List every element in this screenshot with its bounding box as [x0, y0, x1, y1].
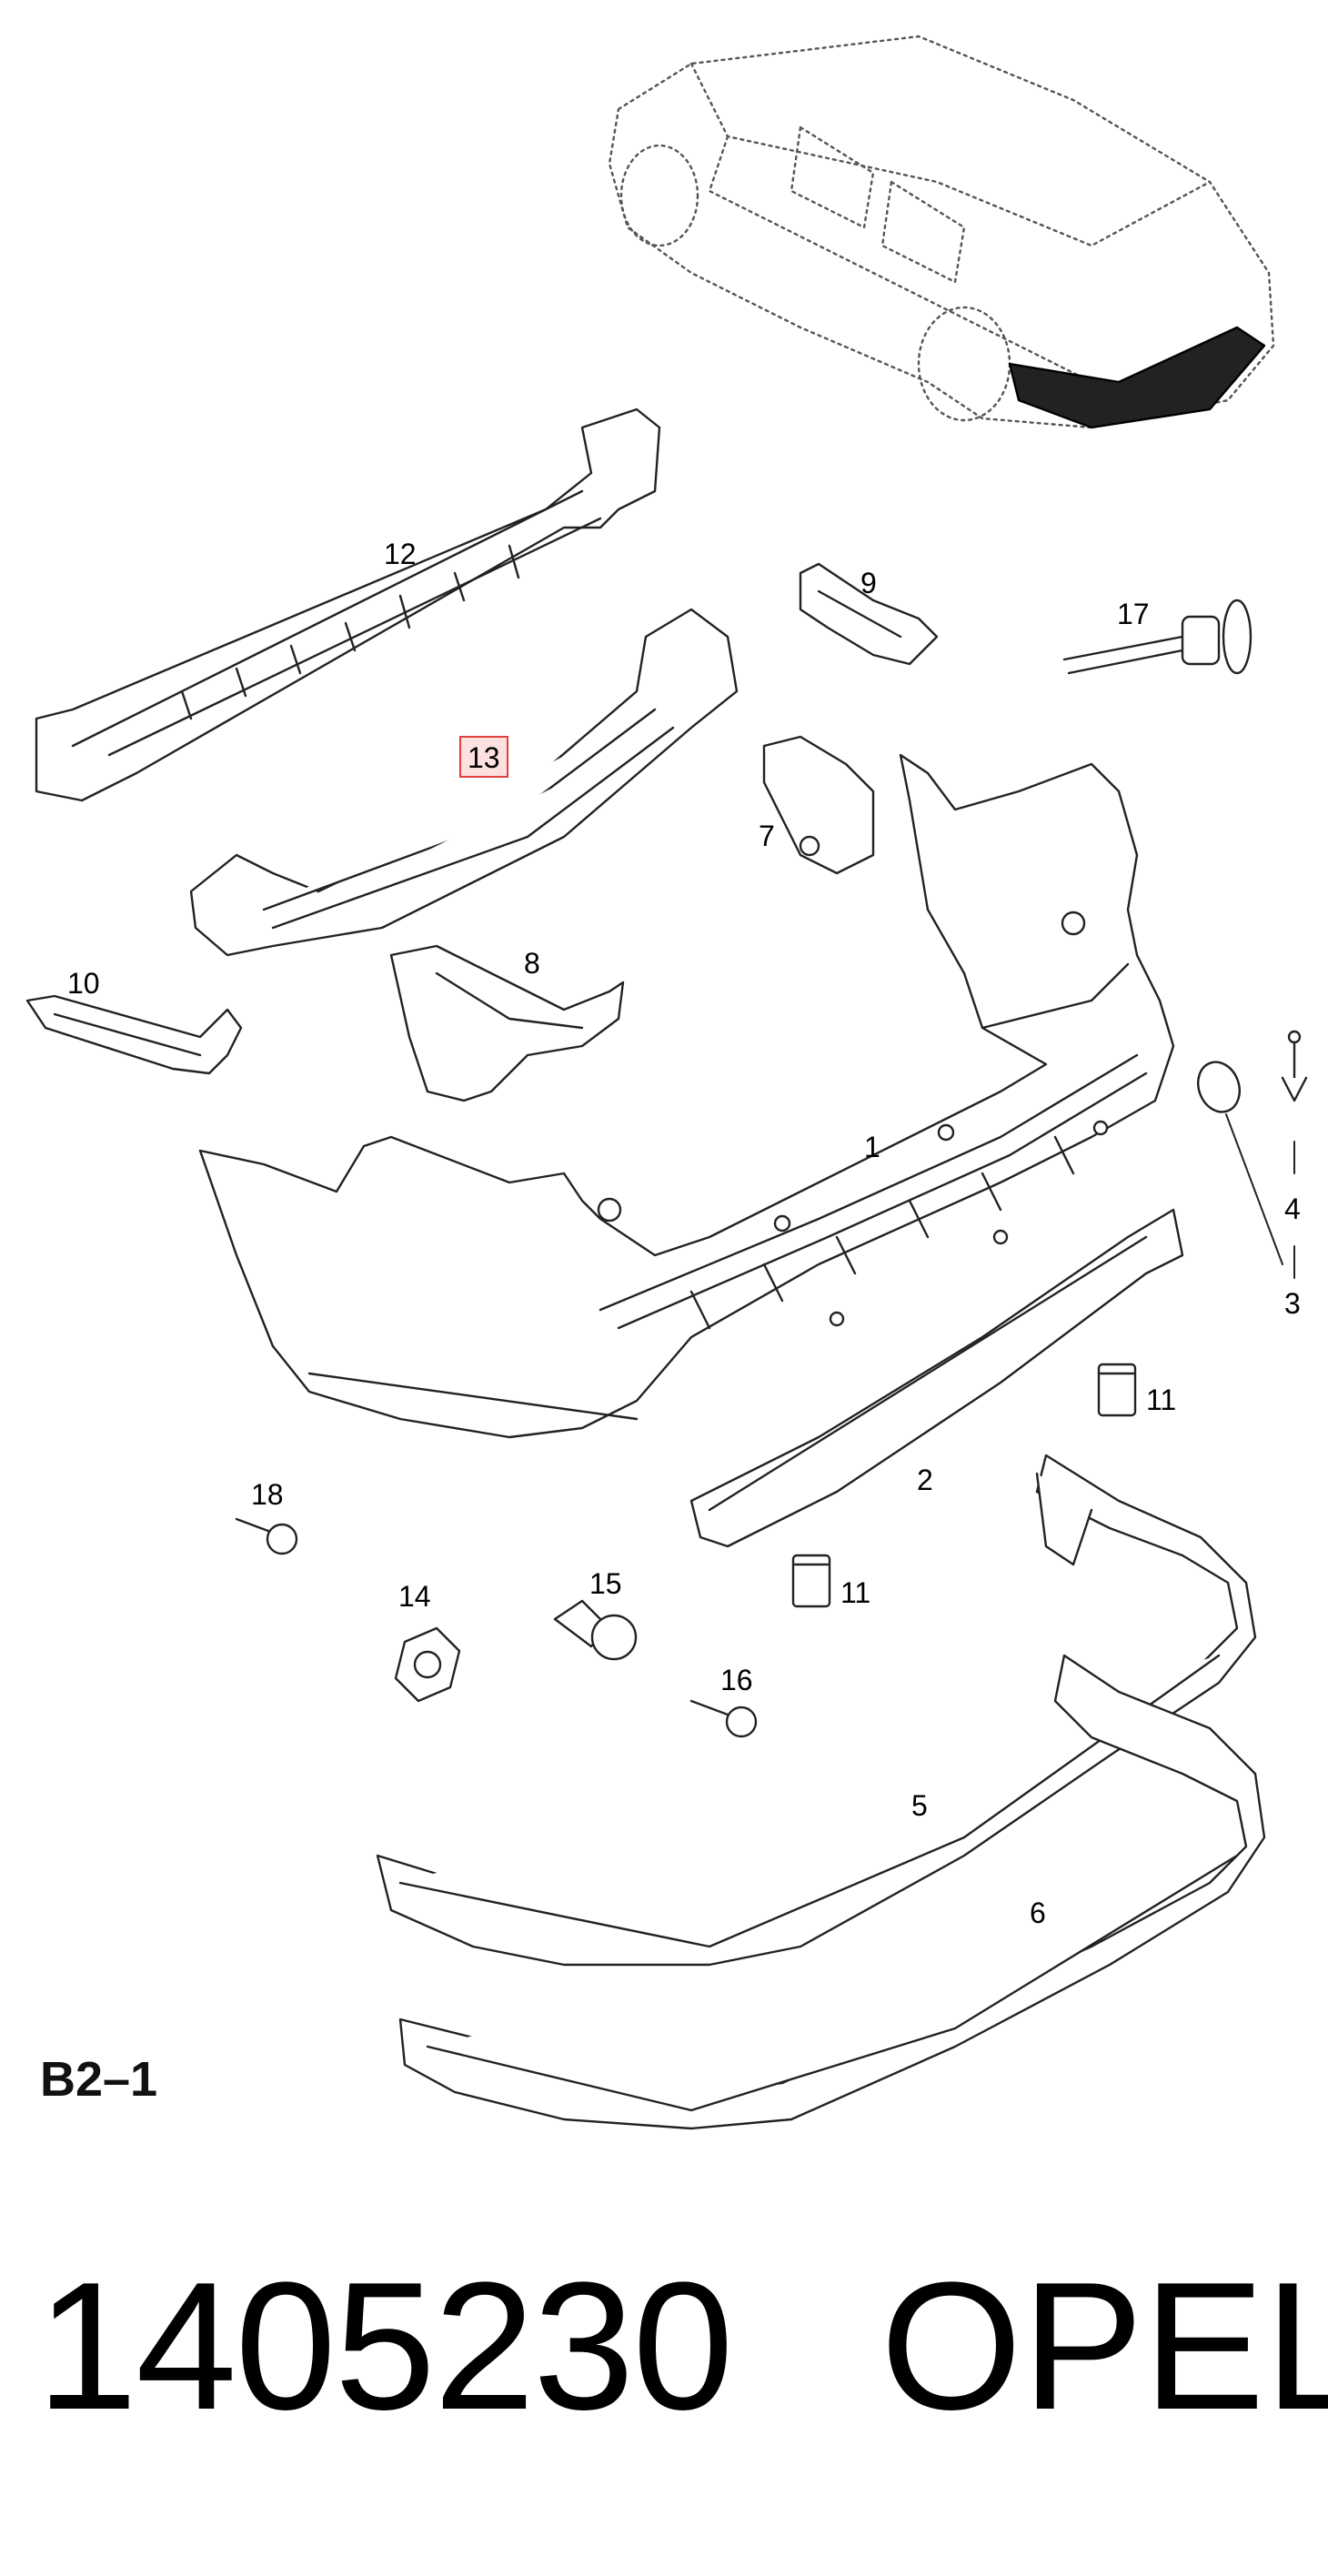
callout-15: 15 — [589, 1567, 622, 1600]
callout-12: 12 — [384, 538, 417, 570]
part-12-energy-absorber — [35, 408, 661, 802]
brand-name: OPEL — [880, 2245, 1328, 2448]
part-14-nut — [394, 1626, 461, 1703]
part-3-cap — [1197, 1061, 1241, 1113]
part-17-rivet — [1062, 599, 1253, 675]
callout-17: 17 — [1117, 598, 1150, 630]
part-5-lower-strip — [376, 1454, 1257, 1967]
part-9-bracket — [799, 562, 939, 666]
part-13-impact-bar — [189, 608, 739, 957]
leader-line-3 — [1225, 1113, 1283, 1265]
callout-9: 9 — [860, 567, 877, 599]
callout-2: 2 — [917, 1464, 933, 1496]
part-18-screw — [235, 1517, 298, 1555]
part-11-clip-upper — [1097, 1363, 1137, 1417]
callout-11-upper: 11 — [1146, 1384, 1176, 1416]
part-7-bracket — [762, 735, 875, 875]
part-11-clip-lower — [791, 1554, 831, 1608]
callout-13: 13 — [468, 741, 500, 774]
callout-18: 18 — [251, 1478, 284, 1511]
callout-3: 3 — [1284, 1287, 1301, 1320]
callout-14: 14 — [398, 1580, 431, 1613]
callout-13-highlight-box — [459, 736, 508, 778]
part-15-push-clip — [553, 1599, 638, 1661]
vehicle-rear-bumper-highlight — [1008, 326, 1266, 429]
callout-11-lower: 11 — [840, 1576, 870, 1609]
callout-6: 6 — [1030, 1897, 1046, 1929]
callout-16: 16 — [720, 1664, 753, 1696]
callout-8: 8 — [524, 947, 540, 980]
callout-1: 1 — [864, 1131, 880, 1163]
part-2-trim-strip — [689, 1208, 1184, 1548]
part-8-bracket — [389, 944, 625, 1102]
part-16-screw — [689, 1699, 758, 1738]
part-4-pin — [1281, 1030, 1308, 1102]
callout-10: 10 — [67, 967, 100, 1000]
part-number: 1405230 — [36, 2245, 734, 2448]
callout-7: 7 — [759, 820, 775, 852]
callout-4: 4 — [1284, 1192, 1301, 1225]
part-10-bracket — [25, 994, 243, 1075]
part-6-lowest-strip — [398, 1654, 1266, 2130]
part-1-bumper-cover — [198, 753, 1175, 1439]
callout-5: 5 — [911, 1789, 928, 1822]
sheet-reference: B2–1 — [40, 2052, 158, 2107]
